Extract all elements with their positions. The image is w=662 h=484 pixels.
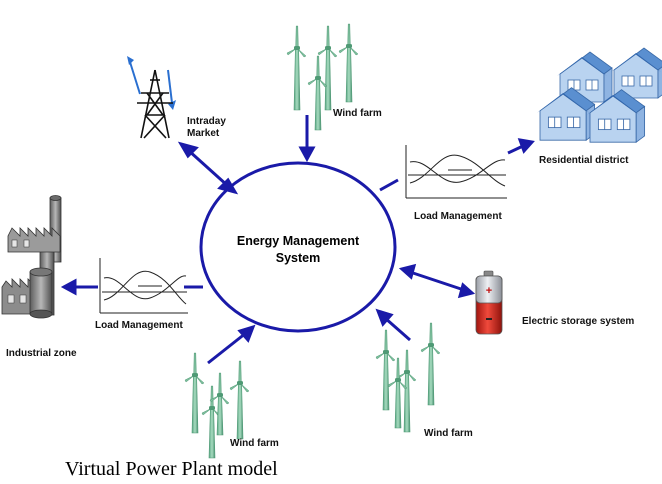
label-wind-farm-bottom-right: Wind farm: [424, 428, 473, 439]
wind-turbine-icon: [317, 25, 338, 111]
residential-houses-icon: [536, 47, 662, 144]
label-industrial-zone: Industrial zone: [6, 348, 77, 359]
svg-text:+: +: [486, 285, 492, 297]
center-title-line1: Energy Management: [236, 234, 360, 248]
wind-turbine-icon: [209, 372, 230, 436]
house-icon: [611, 47, 662, 99]
label-load-management-right: Load Management: [414, 211, 502, 222]
load-management-graph-left: [99, 258, 188, 314]
factory-icon: [1, 195, 62, 319]
wind-turbine-icon: [307, 55, 328, 131]
wind-turbine-icon: [338, 23, 359, 103]
wind-turbine-icon: [229, 360, 250, 440]
arrow-wind-br: [384, 316, 411, 342]
wind-turbine-icon: [375, 329, 396, 411]
arrow-storage: [409, 270, 465, 292]
energy-management-ellipse: [199, 161, 397, 333]
figure-caption: Virtual Power Plant model: [65, 458, 278, 480]
wind-turbine-icon: [184, 352, 205, 434]
arrow-residential: [507, 144, 524, 155]
label-intraday-market: Intraday Market: [187, 116, 226, 140]
label-load-management-left: Load Management: [95, 320, 183, 331]
arrow-intraday: [186, 148, 230, 188]
wind-turbine-icon: [201, 385, 222, 459]
label-wind-farm-bottom-left: Wind farm: [230, 438, 279, 449]
wind-turbine-icon: [387, 357, 408, 429]
label-wind-farm-top: Wind farm: [333, 108, 382, 119]
wind-turbine-icon: [286, 25, 307, 111]
center-title: Energy Management System: [213, 233, 383, 267]
power-tower-icon: [127, 56, 176, 139]
label-electric-storage: Electric storage system: [522, 316, 635, 327]
label-residential-district: Residential district: [539, 155, 629, 166]
wind-turbine-icon: [420, 322, 441, 406]
label-intraday-line1: Intraday: [187, 116, 226, 127]
load-management-graph-right: [405, 145, 507, 199]
center-title-line2: System: [275, 251, 321, 265]
battery-icon: +: [475, 270, 503, 335]
arrow-wind-bl: [207, 331, 247, 365]
connection-arrows: [60, 115, 535, 365]
house-icon: [586, 89, 646, 144]
wind-turbines: [184, 23, 441, 459]
label-intraday-line2: Market: [187, 128, 220, 139]
